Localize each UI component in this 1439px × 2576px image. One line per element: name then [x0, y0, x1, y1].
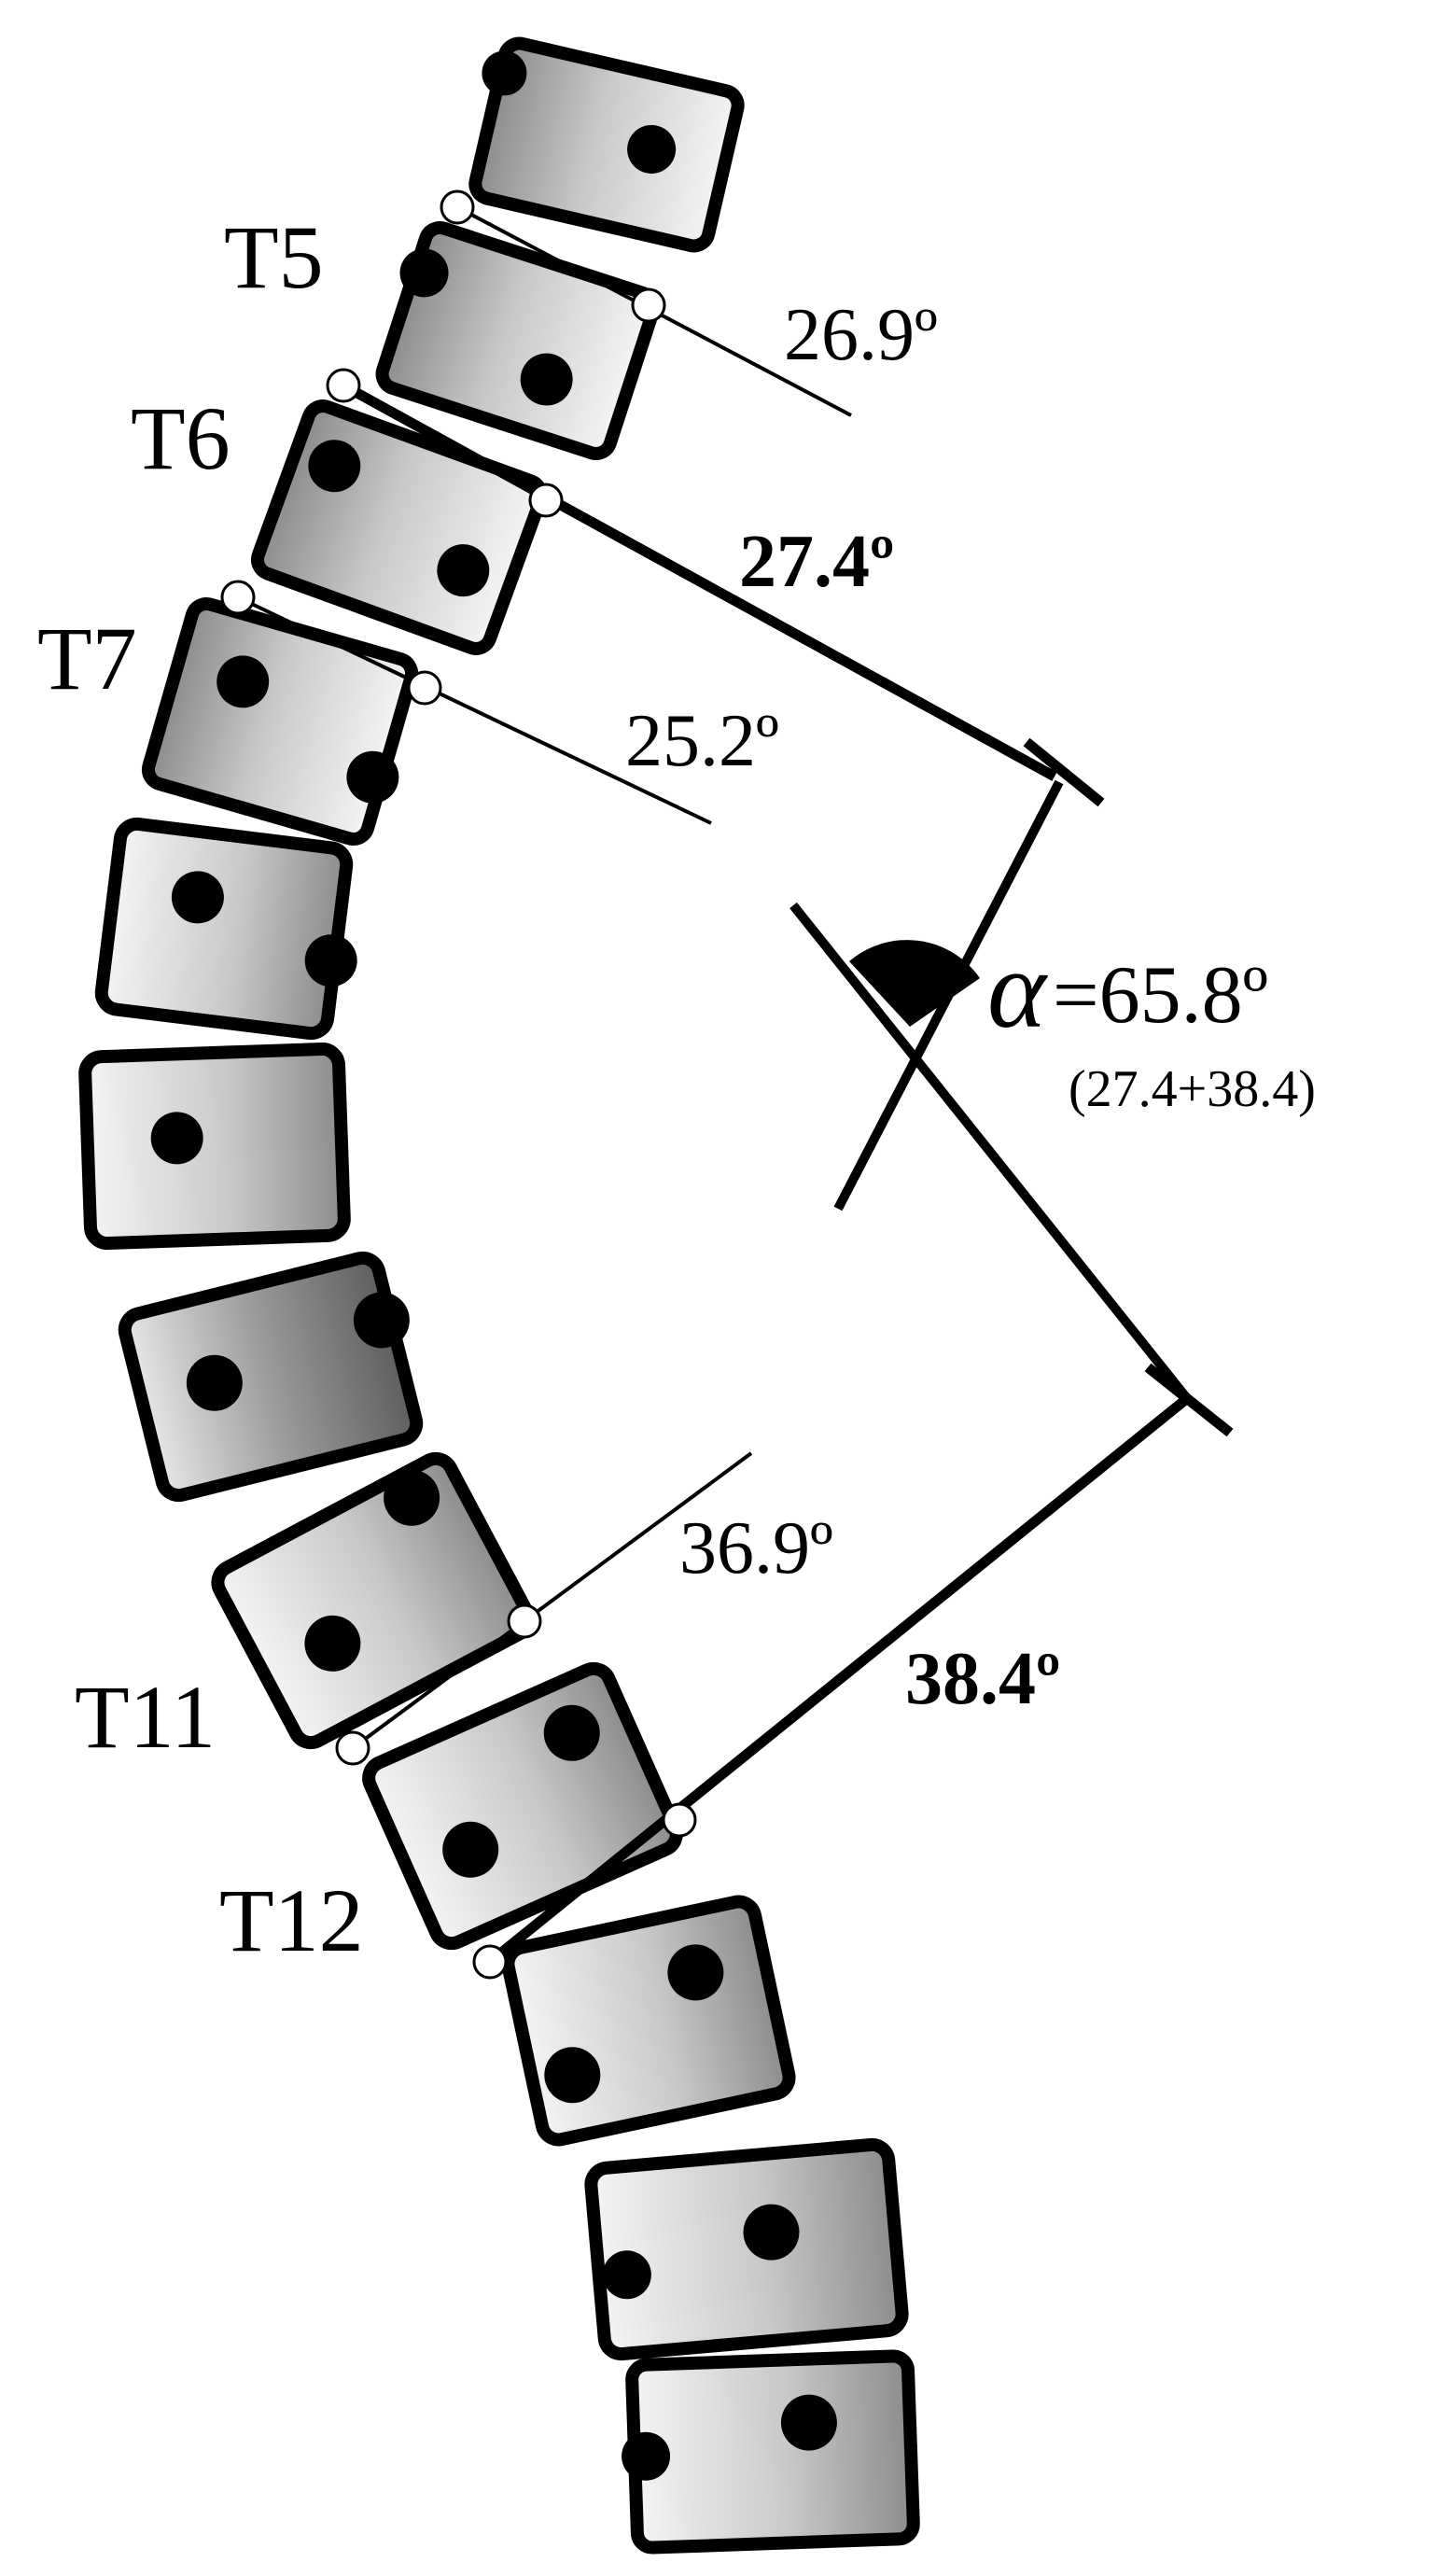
label-t5: T5	[224, 207, 324, 307]
t6-endplate-line	[326, 368, 1105, 807]
t7-endplate-line	[220, 580, 712, 825]
alpha-symbol: α	[987, 927, 1048, 1051]
angle-t12: 38.4º	[905, 1638, 1060, 1720]
alpha-value: =65.8º	[1053, 950, 1268, 1041]
vertebra-l2	[584, 2137, 909, 2361]
label-t7: T7	[37, 609, 137, 708]
vertebra-t11	[211, 1451, 536, 1750]
t11-endplate-line	[335, 1451, 753, 1766]
angle-t7: 25.2º	[625, 700, 779, 782]
label-t12: T12	[219, 1870, 364, 1970]
vertebra-t4	[468, 36, 745, 253]
vertebra-l1	[501, 1895, 796, 2147]
vertebra-t8	[94, 817, 357, 1041]
vertebra-t7	[141, 597, 419, 846]
vertebra-l3	[622, 2349, 920, 2555]
vertebra-t9	[78, 1042, 351, 1251]
angle-t5: 26.9º	[784, 294, 938, 376]
t5-endplate-line	[440, 189, 852, 417]
angle-t11: 36.9º	[679, 1507, 833, 1589]
vertebra-t10	[118, 1251, 424, 1503]
label-t11: T11	[75, 1667, 216, 1767]
angle-alpha-marker	[849, 940, 980, 1027]
label-t6: T6	[131, 388, 231, 488]
vertebra-t5	[375, 221, 661, 460]
angle-t6: 27.4º	[739, 521, 894, 603]
alpha-formula: (27.4+38.4)	[1069, 1060, 1316, 1118]
vertebra-t6	[250, 399, 549, 655]
